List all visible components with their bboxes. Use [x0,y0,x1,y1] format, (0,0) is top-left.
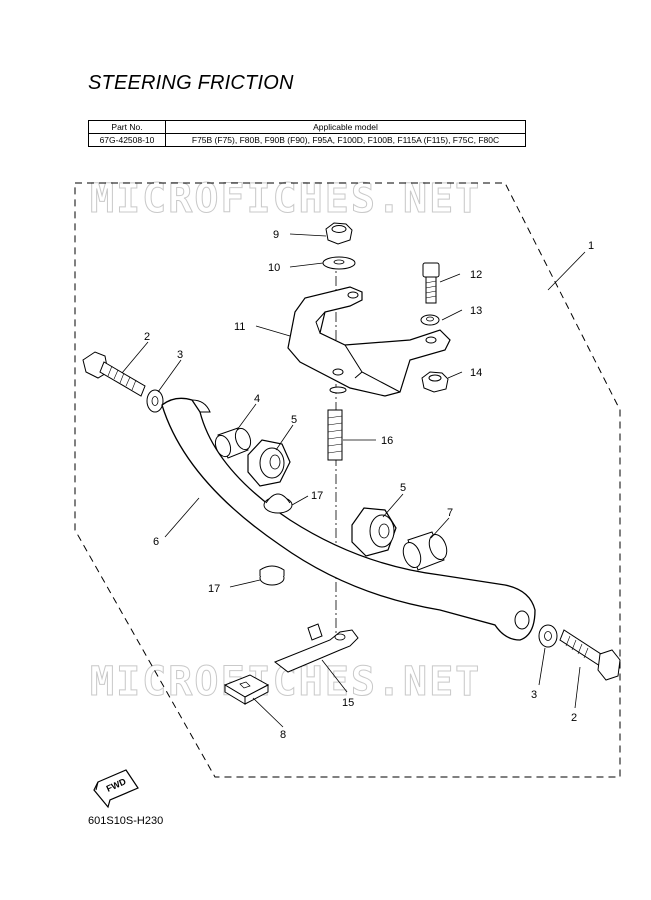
callout-9: 9 [273,229,279,241]
callout-11: 11 [234,321,245,333]
cell-applicable-model: F75B (F75), F80B, F90B (F90), F95A, F100… [165,133,526,147]
part-washer-13 [420,314,440,326]
callout-1: 1 [588,240,594,252]
part-block-8 [223,674,270,705]
callout-5-lower: 5 [400,482,406,494]
callout-17-upper: 17 [311,490,323,502]
part-bracket-11 [287,286,451,397]
callout-8: 8 [280,729,286,741]
callout-14: 14 [470,367,482,379]
page-title: STEERING FRICTION [88,72,294,94]
part-nut-5-upper [247,439,291,487]
callout-16: 16 [381,435,393,447]
callout-7: 7 [447,507,453,519]
callout-3-right: 3 [531,689,537,701]
table-row: 67G-42508-10 F75B (F75), F80B, F90B (F90… [88,133,526,147]
callout-15: 15 [342,697,354,709]
callout-2-left: 2 [144,331,150,343]
callout-13: 13 [470,305,482,317]
part-washer-3-right [538,624,558,648]
applicable-model-table: Part No. Applicable model 67G-42508-10 F… [88,120,526,147]
callout-4: 4 [254,393,260,405]
callout-5-upper: 5 [291,414,297,426]
part-washer-10 [322,256,356,270]
part-cap-17-upper [263,493,293,514]
part-bolt-2-left [82,351,146,397]
callout-6: 6 [153,536,159,548]
part-nut-14 [421,371,449,393]
part-nut-5-lower [351,507,397,557]
table-header-row: Part No. Applicable model [88,120,526,134]
callout-2-right: 2 [571,712,577,724]
part-nut-9 [325,222,353,245]
part-lock-plate-15 [273,623,359,673]
part-cap-17-lower [259,565,285,586]
part-stud-16 [327,409,343,461]
callout-10: 10 [268,262,280,274]
assembly-boundary [74,182,621,778]
part-bolt-2-right [559,629,621,681]
part-collar-7 [402,531,448,571]
leader-lines [121,233,586,728]
part-bolt-12 [422,262,440,304]
callout-17-lower: 17 [208,583,220,595]
diagram-code: 601S10S-H230 [88,815,164,827]
part-washer-3-left [146,389,164,413]
part-friction-bar-6 [161,397,536,641]
callout-12: 12 [470,269,482,281]
callout-3-left: 3 [177,349,183,361]
fwd-arrow-icon: FWD [93,769,139,809]
part-collar-4 [214,427,252,459]
